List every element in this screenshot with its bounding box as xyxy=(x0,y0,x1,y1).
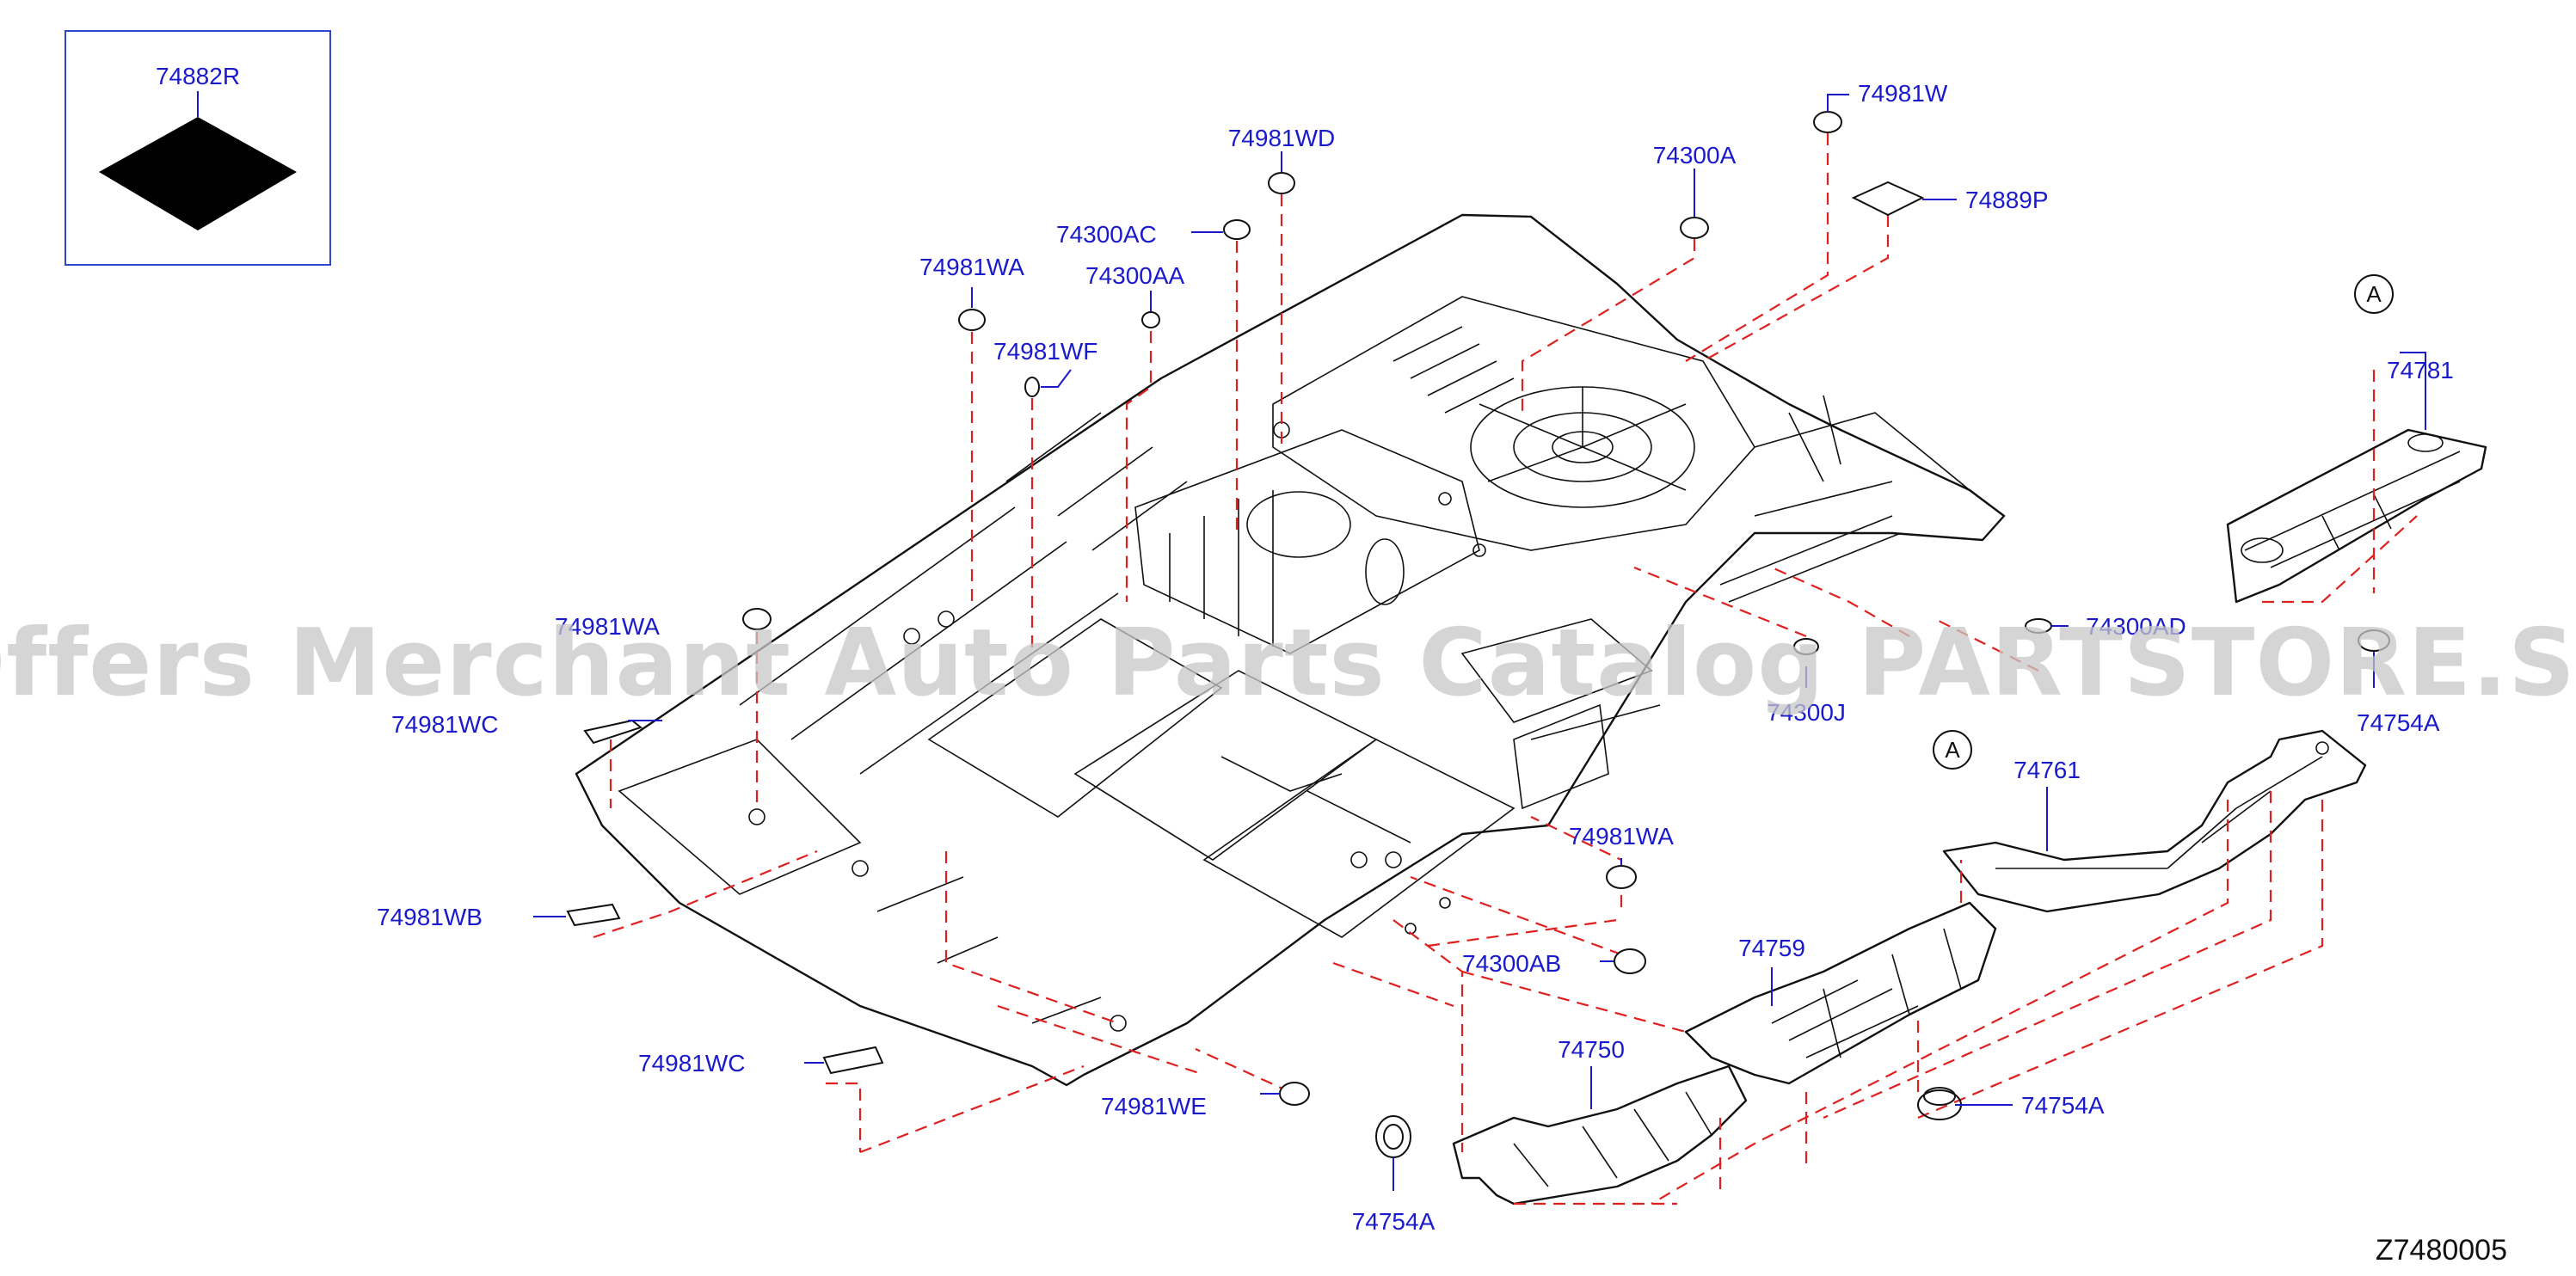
callout-74981WB[interactable]: 74981WB xyxy=(377,904,483,930)
grommet-74754A-1 xyxy=(2358,629,2390,652)
callout-74754A-3[interactable]: 74754A xyxy=(1352,1208,1436,1235)
callout-74981WA-3[interactable]: 74981WA xyxy=(1569,823,1674,850)
plug-74300AC xyxy=(1223,219,1251,240)
callout-74981WA[interactable]: 74981WA xyxy=(919,254,1024,280)
plug-74981WC xyxy=(583,719,643,745)
callout-74754A-2[interactable]: 74754A xyxy=(2021,1092,2105,1119)
plug-74981WF xyxy=(1024,377,1040,397)
plug-74981WA xyxy=(958,309,986,331)
callout-74981WA-2[interactable]: 74981WA xyxy=(555,613,660,640)
drawing-code: Z7480005 xyxy=(2376,1234,2507,1267)
plug-74981WA-2 xyxy=(742,608,772,630)
callout-74300AB[interactable]: 74300AB xyxy=(1462,950,1561,977)
callout-labels: 74882R 74981WD 74300A 74981W 74889P 7430… xyxy=(156,63,2454,1235)
heat-insulator-74781 xyxy=(2226,428,2487,604)
callout-74761[interactable]: 74761 xyxy=(2013,757,2081,783)
plug-74300J xyxy=(1793,638,1819,655)
callout-74882R[interactable]: 74882R xyxy=(156,63,240,89)
callout-74759[interactable]: 74759 xyxy=(1738,935,1805,961)
callout-74981WD[interactable]: 74981WD xyxy=(1228,125,1336,151)
svg-text:A: A xyxy=(1945,737,1960,763)
callout-74300AA[interactable]: 74300AA xyxy=(1085,262,1185,289)
callout-74750[interactable]: 74750 xyxy=(1558,1036,1625,1063)
floor-pan-outline xyxy=(575,213,2006,1087)
callout-74889P[interactable]: 74889P xyxy=(1965,187,2049,213)
inset-74882R xyxy=(65,30,331,266)
callout-74300A[interactable]: 74300A xyxy=(1653,142,1737,169)
leader-lines xyxy=(533,94,2426,1191)
heat-insulator-74750 xyxy=(1452,1064,1748,1205)
section-marker-bottom: A xyxy=(1933,730,1972,770)
svg-text:A: A xyxy=(2366,281,2382,307)
pad-74889P xyxy=(1851,181,1925,217)
plug-74300AA xyxy=(1141,311,1160,328)
plug-74981WD xyxy=(1268,172,1295,194)
plug-74981WC-2 xyxy=(822,1046,884,1075)
callout-74981WF[interactable]: 74981WF xyxy=(993,338,1097,365)
plug-74981W xyxy=(1813,111,1842,133)
plug-74981WE xyxy=(1279,1082,1310,1106)
plug-74981WA-3 xyxy=(1606,865,1637,889)
callout-74754A[interactable]: 74754A xyxy=(2357,709,2440,736)
callout-74981WC-2[interactable]: 74981WC xyxy=(638,1050,746,1077)
grommet-74754A-3 xyxy=(1375,1115,1411,1158)
plug-74981WB xyxy=(566,903,621,927)
floor-panel xyxy=(575,213,2006,1087)
callout-74981WC[interactable]: 74981WC xyxy=(391,711,499,738)
callout-74981WE[interactable]: 74981WE xyxy=(1101,1093,1207,1120)
plug-74300A xyxy=(1680,217,1709,239)
section-marker-top: A xyxy=(2354,274,2394,314)
callout-74300AC[interactable]: 74300AC xyxy=(1056,221,1157,248)
sound-pad-74882R xyxy=(99,117,297,230)
inset-frame xyxy=(65,30,331,266)
dashed-guide-lines xyxy=(593,133,2418,1205)
heat-insulator-74761 xyxy=(1942,729,2367,913)
callout-74981W[interactable]: 74981W xyxy=(1858,80,1948,107)
callout-74781[interactable]: 74781 xyxy=(2387,357,2454,383)
plug-74300AB xyxy=(1614,948,1646,974)
heat-insulator-74759 xyxy=(1684,901,1997,1085)
watermark-text: Offers Merchant Auto Parts Catalog PARTS… xyxy=(0,610,2576,717)
plugs xyxy=(566,111,2390,1158)
callout-74300AD[interactable]: 74300AD xyxy=(2086,613,2186,640)
callout-74300J[interactable]: 74300J xyxy=(1767,699,1846,726)
